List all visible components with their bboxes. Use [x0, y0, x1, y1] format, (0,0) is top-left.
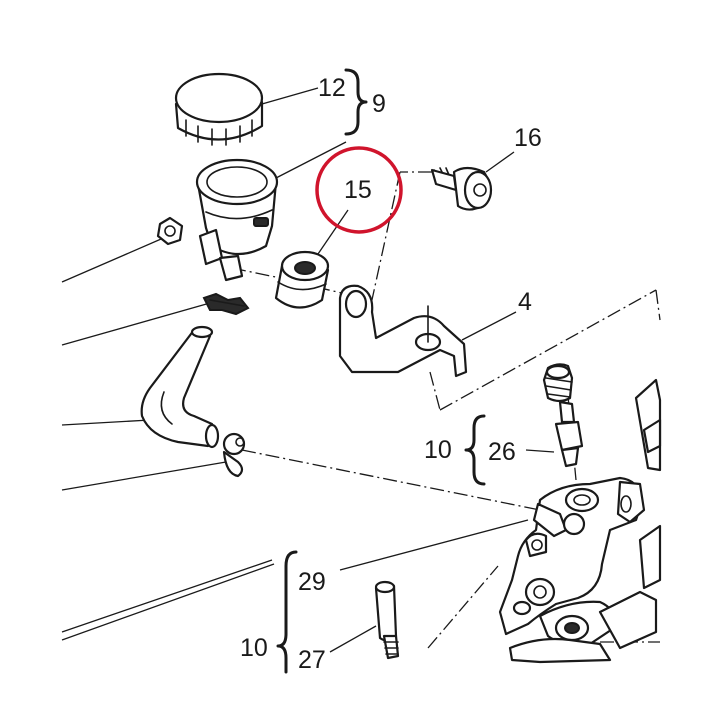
brace-10-lower	[276, 550, 298, 674]
left-leader-lines	[61, 235, 275, 641]
mounting-bolt	[430, 151, 515, 211]
callout-26: 26	[488, 438, 516, 466]
callout-9: 9	[372, 90, 386, 118]
callout-4: 4	[518, 288, 532, 316]
screw-fitting	[156, 216, 184, 246]
callout-16: 16	[514, 124, 542, 152]
brace-10-upper	[464, 414, 486, 486]
highlight-circle	[315, 146, 403, 234]
reservoir-cap	[174, 72, 319, 146]
master-cylinder	[339, 378, 662, 664]
callout-10-lower: 10	[240, 634, 268, 662]
brace-9	[344, 68, 368, 136]
grommet	[274, 209, 349, 309]
brake-fitting	[525, 363, 584, 468]
callout-29: 29	[298, 568, 326, 596]
reservoir-hose	[140, 325, 220, 449]
spring-clip-lower	[222, 432, 246, 478]
reservoir-body	[195, 141, 347, 282]
callout-15: 15	[344, 176, 372, 204]
callout-27: 27	[298, 646, 326, 674]
callout-10-upper: 10	[424, 436, 452, 464]
callout-12: 12	[318, 74, 346, 102]
spring-clip-upper	[202, 292, 250, 316]
guide-pin	[329, 580, 400, 660]
mounting-bracket	[338, 284, 517, 378]
